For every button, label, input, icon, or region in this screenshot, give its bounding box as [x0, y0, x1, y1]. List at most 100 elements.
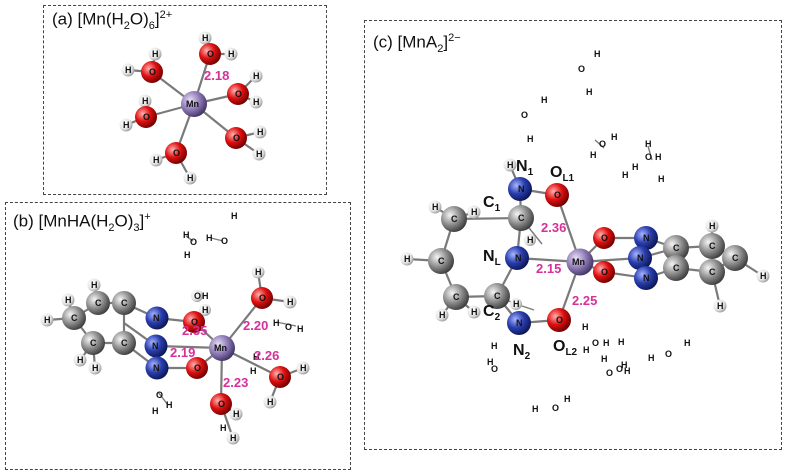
- svg-text:O: O: [521, 110, 528, 120]
- panel-a-atom-labels: Mn O O O O O O H H H H H H H H H H H H: [123, 33, 264, 183]
- panel-c-free-waters: H O H H O H H O H H O H H H H H H O H O …: [487, 49, 691, 414]
- svg-text:C: C: [453, 292, 460, 302]
- svg-text:O: O: [190, 237, 197, 247]
- svg-text:2.19: 2.19: [170, 345, 195, 360]
- svg-text:O: O: [156, 390, 163, 400]
- svg-text:H: H: [152, 49, 159, 59]
- panel-a-oxygens: [135, 43, 249, 164]
- svg-text:C: C: [121, 338, 128, 348]
- panel-b-oxygens: [183, 287, 291, 415]
- svg-text:N: N: [153, 313, 160, 323]
- svg-text:C: C: [732, 253, 739, 263]
- svg-text:2.35: 2.35: [182, 323, 207, 338]
- svg-text:O: O: [601, 267, 608, 277]
- svg-text:H: H: [564, 394, 571, 404]
- svg-text:H: H: [183, 230, 190, 240]
- svg-text:H: H: [532, 404, 539, 414]
- svg-text:H: H: [583, 345, 590, 355]
- svg-text:C: C: [90, 338, 97, 348]
- svg-text:H: H: [44, 315, 51, 325]
- panel-c-carbons: [428, 205, 748, 310]
- svg-text:H: H: [541, 95, 548, 105]
- svg-text:H: H: [202, 305, 209, 315]
- svg-text:H: H: [152, 406, 159, 416]
- svg-text:H: H: [618, 337, 625, 347]
- svg-text:H: H: [91, 280, 98, 290]
- svg-text:H: H: [253, 97, 260, 107]
- svg-text:OL1: OL1: [550, 164, 575, 184]
- svg-text:H: H: [601, 354, 608, 364]
- svg-text:Mn: Mn: [214, 343, 227, 353]
- svg-text:O: O: [194, 291, 201, 301]
- svg-text:O: O: [218, 399, 225, 409]
- panel-a-distance-label: 2.18: [204, 68, 229, 83]
- svg-text:H: H: [202, 33, 209, 43]
- svg-text:O: O: [259, 293, 266, 303]
- svg-text:H: H: [230, 433, 237, 443]
- panel-c-nitrogens: [505, 177, 658, 335]
- svg-text:H: H: [257, 127, 264, 137]
- svg-text:H: H: [297, 324, 304, 334]
- svg-text:H: H: [92, 363, 99, 373]
- svg-text:O: O: [191, 317, 198, 327]
- svg-text:H: H: [287, 297, 294, 307]
- svg-text:H: H: [166, 400, 173, 410]
- svg-text:C: C: [438, 256, 445, 266]
- svg-text:C1: C1: [483, 194, 501, 214]
- svg-text:H: H: [65, 295, 72, 305]
- panel-a-hydrogens: [119, 31, 267, 185]
- svg-text:H: H: [586, 87, 593, 97]
- svg-text:H: H: [253, 352, 260, 362]
- svg-text:H: H: [187, 173, 194, 183]
- svg-text:H: H: [624, 366, 631, 376]
- svg-text:H: H: [684, 338, 691, 348]
- svg-text:C: C: [673, 243, 680, 253]
- svg-text:H: H: [709, 221, 716, 231]
- panel-a-frame: [43, 5, 327, 195]
- svg-text:H: H: [603, 338, 610, 348]
- svg-text:O: O: [277, 372, 284, 382]
- svg-text:H: H: [527, 134, 534, 144]
- panel-c-site-labels: N1 OL1 C1 NL C2 N2 OL2: [483, 158, 578, 362]
- svg-text:N2: N2: [513, 342, 531, 362]
- svg-text:O: O: [233, 133, 240, 143]
- svg-text:OL2: OL2: [553, 338, 578, 358]
- svg-text:H: H: [228, 49, 235, 59]
- svg-text:H: H: [760, 271, 767, 281]
- svg-text:Mn: Mn: [186, 99, 199, 109]
- svg-text:C: C: [71, 313, 78, 323]
- svg-text:C: C: [709, 241, 716, 251]
- svg-text:H: H: [202, 291, 209, 301]
- svg-text:C: C: [709, 267, 716, 277]
- svg-text:H: H: [273, 318, 280, 328]
- svg-text:H: H: [250, 366, 257, 376]
- svg-text:O: O: [606, 368, 613, 378]
- svg-text:O: O: [194, 363, 201, 373]
- svg-text:H: H: [206, 233, 213, 243]
- svg-text:H: H: [590, 150, 597, 160]
- svg-text:H: H: [267, 397, 274, 407]
- svg-text:N: N: [153, 363, 160, 373]
- panel-a-mn-atom: [181, 91, 207, 117]
- svg-text:H: H: [77, 355, 84, 365]
- svg-text:H: H: [648, 353, 655, 363]
- svg-text:H: H: [513, 299, 520, 309]
- svg-text:O: O: [235, 89, 242, 99]
- svg-text:2.15: 2.15: [536, 261, 561, 276]
- svg-text:C: C: [451, 214, 458, 224]
- svg-text:2.25: 2.25: [572, 293, 597, 308]
- panel-b-mn-atom: [209, 335, 235, 361]
- svg-text:N: N: [637, 253, 644, 263]
- svg-text:O: O: [285, 322, 292, 332]
- svg-text:N: N: [516, 318, 523, 328]
- panel-c-distance-labels: 2.36 2.15 2.25: [536, 220, 597, 308]
- svg-text:2.23: 2.23: [223, 375, 248, 390]
- svg-text:H: H: [439, 310, 446, 320]
- svg-text:H: H: [125, 65, 132, 75]
- svg-text:H: H: [658, 174, 665, 184]
- svg-text:H: H: [253, 71, 260, 81]
- svg-text:N: N: [515, 253, 522, 263]
- svg-text:O: O: [207, 49, 214, 59]
- panel-b-title: (b) [MnHA(H2O)3]+: [13, 211, 151, 235]
